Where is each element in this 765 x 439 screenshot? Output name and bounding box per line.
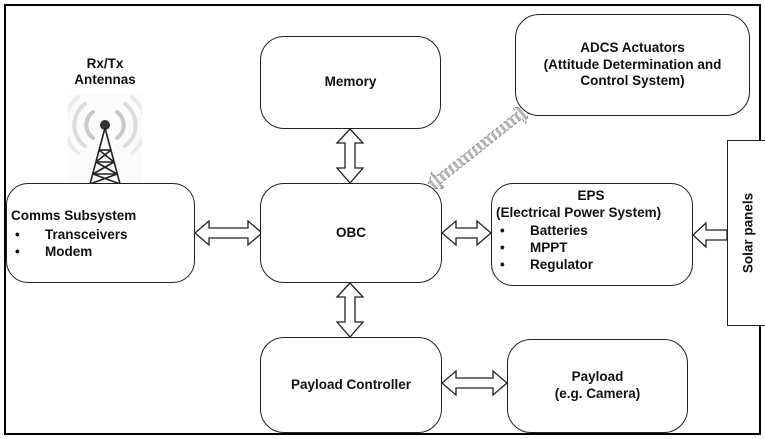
adcs-box: ADCS Actuators (Attitude Determination a… <box>515 14 750 116</box>
antenna-label: Rx/Tx Antennas <box>62 56 148 87</box>
comms-obc-arrow <box>194 219 263 247</box>
eps-box: EPS (Electrical Power System) Batteries … <box>491 183 693 286</box>
eps-items-list: Batteries MPPT Regulator <box>496 223 593 274</box>
obc-payload-controller-arrow <box>335 282 365 338</box>
eps-item: Batteries <box>496 223 593 240</box>
payload-controller-box: Payload Controller <box>260 337 442 433</box>
eps-item: Regulator <box>496 257 593 274</box>
payload-title: Payload <box>571 369 624 385</box>
solar-panels-box: Solar panels <box>727 140 765 326</box>
payload-controller-payload-arrow <box>441 369 508 397</box>
memory-obc-arrow <box>335 128 365 184</box>
antenna-tower-icon <box>68 94 142 186</box>
solar-eps-arrow <box>692 221 728 249</box>
antenna-label-line-2: Antennas <box>74 71 136 87</box>
payload-subtitle: (e.g. Camera) <box>554 386 641 401</box>
adcs-line-2: (Attitude Determination and <box>543 56 722 72</box>
memory-label: Memory <box>324 74 377 90</box>
obc-eps-arrow <box>441 219 492 247</box>
memory-box: Memory <box>260 36 441 129</box>
solar-panels-label: Solar panels <box>740 192 755 274</box>
adcs-line-3: Control System) <box>580 73 685 89</box>
adcs-title: ADCS Actuators <box>580 39 685 55</box>
obc-box: OBC <box>260 183 442 283</box>
comms-subsystem-box: Comms Subsystem Transceivers Modem <box>6 183 195 283</box>
obc-label: OBC <box>336 224 366 240</box>
payload-box: Payload (e.g. Camera) <box>507 339 688 433</box>
eps-title: EPS <box>577 188 605 203</box>
comms-items-list: Transceivers Modem <box>11 227 128 261</box>
antenna-label-line-1: Rx/Tx <box>86 56 124 71</box>
comms-title: Comms Subsystem <box>11 208 137 223</box>
eps-item: MPPT <box>496 240 593 257</box>
comms-item: Transceivers <box>11 227 128 244</box>
comms-item: Modem <box>11 244 128 261</box>
eps-subtitle: (Electrical Power System) <box>496 204 662 220</box>
payload-controller-label: Payload Controller <box>290 376 412 392</box>
